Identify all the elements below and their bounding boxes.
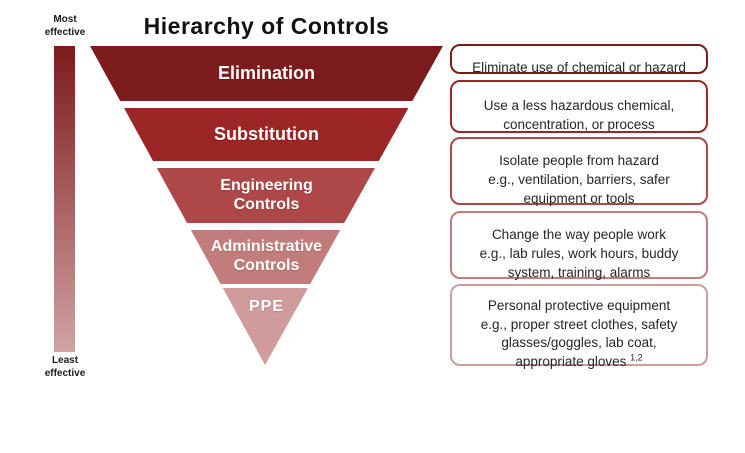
pyramid-level-substitution: Substitution (123, 108, 409, 161)
description-text: Use a less hazardous chemical, concentra… (483, 98, 675, 132)
description-box-elimination: Eliminate use of chemical or hazard (450, 44, 708, 75)
pyramid-level-label: Substitution (214, 123, 319, 144)
description-box-administrative-controls: Change the way people work e.g., lab rul… (450, 211, 708, 280)
description-text: Personal protective equipment e.g., prop… (480, 298, 678, 369)
description-text: Eliminate use of chemical or hazard (472, 60, 686, 75)
inverted-pyramid: Elimination Substitution Engineering Con… (90, 46, 443, 365)
description-box-substitution: Use a less hazardous chemical, concentra… (450, 80, 708, 133)
most-effective-label: Most effective (44, 14, 86, 38)
pyramid-level-label: PPE (248, 298, 284, 315)
pyramid-level-administrative-controls: Administrative Controls (190, 230, 341, 284)
description-column: Eliminate use of chemical or hazard Use … (450, 44, 708, 369)
description-text: Change the way people work e.g., lab rul… (479, 227, 679, 280)
description-box-engineering-controls: Isolate people from hazard e.g., ventila… (450, 137, 708, 206)
pyramid-level-label: Engineering Controls (220, 176, 313, 213)
page-title: Hierarchy of Controls (143, 13, 390, 39)
pyramid-level-engineering-controls: Engineering Controls (156, 168, 375, 223)
footnote-reference: 1,2 (630, 352, 643, 363)
pyramid-level-label: Administrative Controls (210, 238, 323, 274)
pyramid-level-label: Elimination (217, 62, 315, 83)
effectiveness-gradient-bar (54, 46, 75, 352)
least-effective-label: Least effective (44, 355, 86, 379)
description-text: Isolate people from hazard e.g., ventila… (488, 153, 670, 206)
pyramid-level-ppe: PPE (222, 288, 309, 365)
pyramid-level-elimination: Elimination (90, 46, 443, 101)
description-box-ppe: Personal protective equipment e.g., prop… (450, 284, 708, 369)
